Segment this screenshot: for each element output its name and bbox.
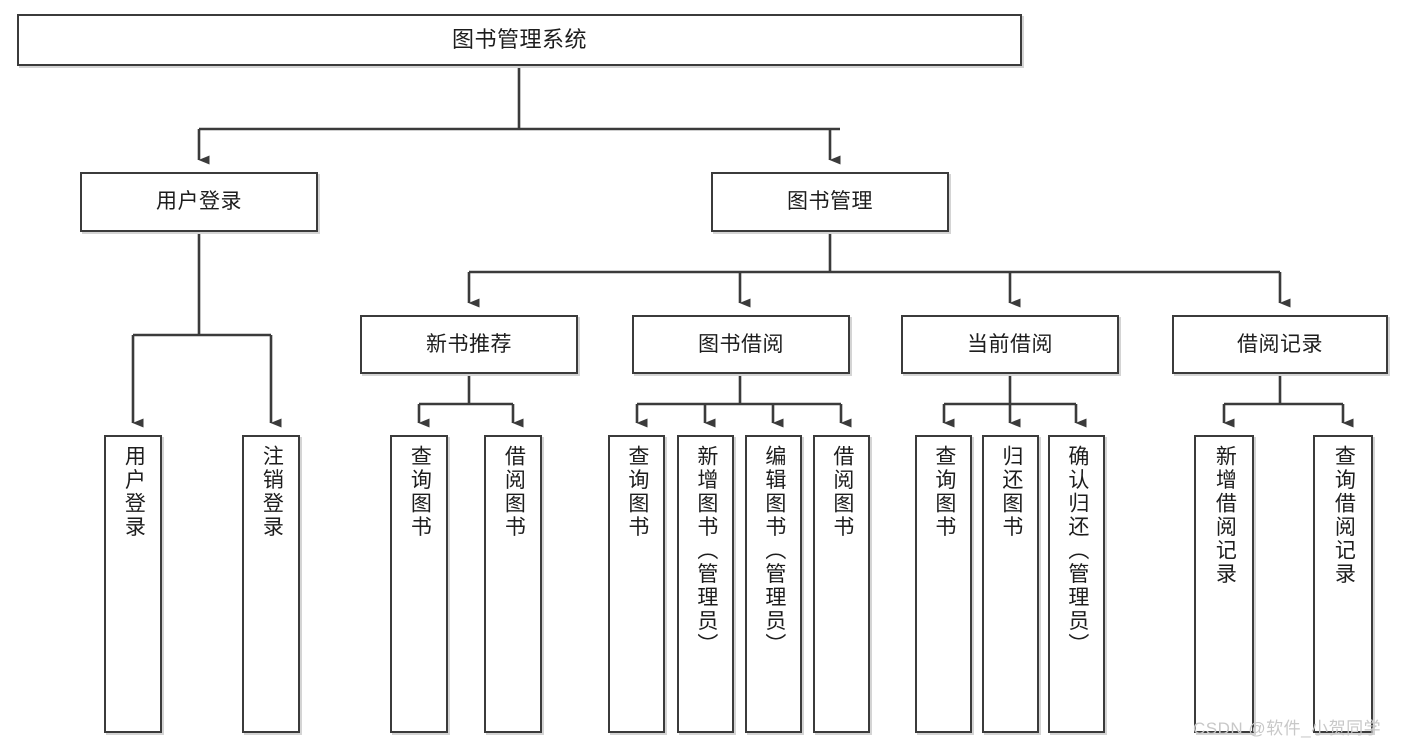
node-leaf-edit-book-label: 编辑图书（管理员） <box>762 445 786 657</box>
node-leaf-confirm-return[interactable]: 确认归还（管理员） <box>1048 435 1105 733</box>
node-leaf-borrow-book-2-label: 借阅图书 <box>830 445 854 539</box>
node-book-borrow[interactable]: 图书借阅 <box>632 315 850 374</box>
node-leaf-user-login-label: 用户登录 <box>122 445 146 539</box>
node-new-book-recommend[interactable]: 新书推荐 <box>360 315 578 374</box>
node-book-borrow-label: 图书借阅 <box>698 332 784 356</box>
node-leaf-borrow-book-2[interactable]: 借阅图书 <box>813 435 870 733</box>
node-leaf-user-login[interactable]: 用户登录 <box>104 435 162 733</box>
node-leaf-logout-label: 注销登录 <box>260 445 284 539</box>
node-leaf-query-book-3-label: 查询图书 <box>932 445 956 539</box>
node-leaf-return-book[interactable]: 归还图书 <box>982 435 1039 733</box>
node-leaf-query-book-1[interactable]: 查询图书 <box>390 435 448 733</box>
node-root-label: 图书管理系统 <box>451 26 587 52</box>
node-leaf-add-book-label: 新增图书（管理员） <box>694 445 718 657</box>
node-leaf-query-book-3[interactable]: 查询图书 <box>915 435 972 733</box>
node-book-manage[interactable]: 图书管理 <box>711 172 949 232</box>
node-leaf-add-record[interactable]: 新增借阅记录 <box>1194 435 1254 733</box>
node-user-login-label: 用户登录 <box>156 190 242 214</box>
node-leaf-borrow-book-1-label: 借阅图书 <box>502 445 526 539</box>
node-borrow-record[interactable]: 借阅记录 <box>1172 315 1388 374</box>
node-leaf-logout[interactable]: 注销登录 <box>242 435 300 733</box>
node-new-book-recommend-label: 新书推荐 <box>426 332 512 356</box>
node-current-borrow-label: 当前借阅 <box>967 332 1053 356</box>
node-user-login[interactable]: 用户登录 <box>80 172 318 232</box>
node-leaf-add-record-label: 新增借阅记录 <box>1213 445 1237 586</box>
node-leaf-edit-book[interactable]: 编辑图书（管理员） <box>745 435 802 733</box>
node-leaf-confirm-return-label: 确认归还（管理员） <box>1065 445 1089 657</box>
node-root[interactable]: 图书管理系统 <box>17 14 1022 66</box>
node-leaf-query-record[interactable]: 查询借阅记录 <box>1313 435 1373 733</box>
node-leaf-add-book[interactable]: 新增图书（管理员） <box>677 435 734 733</box>
node-leaf-query-book-1-label: 查询图书 <box>408 445 432 539</box>
node-leaf-borrow-book-1[interactable]: 借阅图书 <box>484 435 542 733</box>
node-borrow-record-label: 借阅记录 <box>1237 332 1323 356</box>
node-leaf-query-book-2[interactable]: 查询图书 <box>608 435 665 733</box>
node-book-manage-label: 图书管理 <box>787 190 873 214</box>
node-leaf-query-record-label: 查询借阅记录 <box>1332 445 1356 586</box>
node-leaf-return-book-label: 归还图书 <box>999 445 1023 539</box>
node-leaf-query-book-2-label: 查询图书 <box>625 445 649 539</box>
node-current-borrow[interactable]: 当前借阅 <box>901 315 1119 374</box>
